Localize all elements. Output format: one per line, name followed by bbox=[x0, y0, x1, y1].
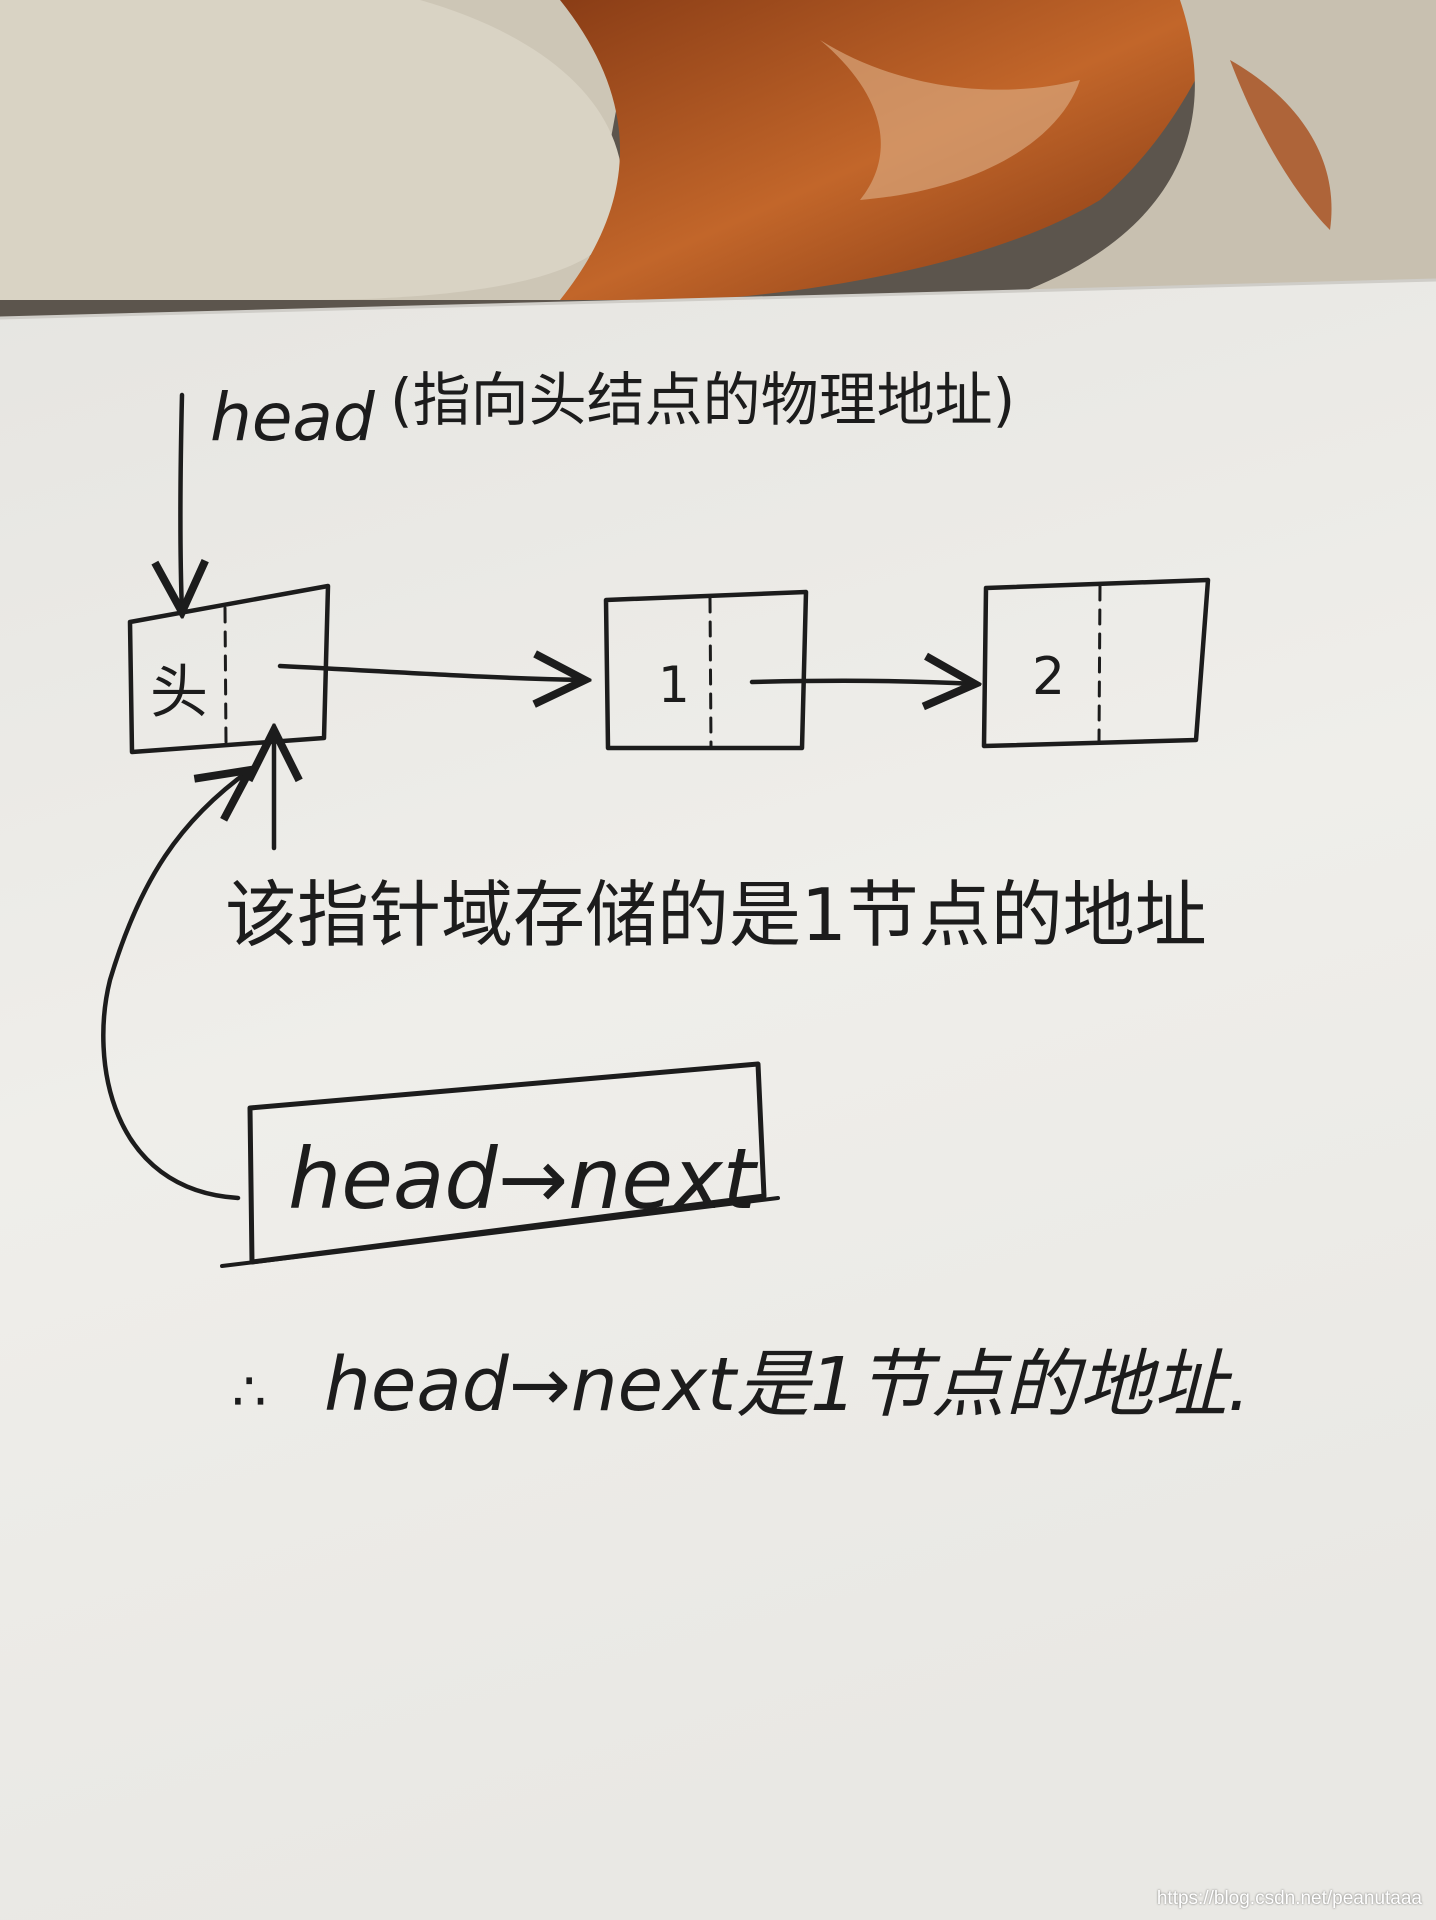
linked-list-node-2: 2 bbox=[981, 577, 1211, 749]
head-pointer-arrow bbox=[181, 392, 183, 612]
expression-box-text: head→next bbox=[288, 1130, 759, 1228]
node-1-data: 1 bbox=[658, 656, 690, 714]
watermark: https://blog.csdn.net/peanutaaa bbox=[1156, 1888, 1422, 1909]
linked-list-node-head: 头 bbox=[127, 583, 331, 755]
head-pointer-note: (指向头结点的物理地址) bbox=[390, 366, 1015, 434]
expression-box: head→next bbox=[220, 1061, 780, 1268]
next-arrow-1-to-2 bbox=[749, 681, 975, 684]
conclusion-text: head→next是1节点的地址. bbox=[324, 1342, 1251, 1428]
paper-sheet bbox=[0, 280, 1436, 1920]
conclusion-prefix: ∴ bbox=[232, 1360, 266, 1423]
pointer-field-note: 该指针域存储的是1节点的地址 bbox=[225, 873, 1207, 957]
next-arrow-head-to-1 bbox=[277, 666, 585, 680]
expression-to-node-arrow bbox=[101, 770, 250, 1201]
background-photo bbox=[0, 0, 1436, 330]
linked-list-node-1: 1 bbox=[603, 589, 809, 751]
node-head-data: 头 bbox=[150, 658, 208, 726]
head-pointer-label: head bbox=[210, 379, 376, 456]
node-2-data: 2 bbox=[1032, 647, 1065, 707]
